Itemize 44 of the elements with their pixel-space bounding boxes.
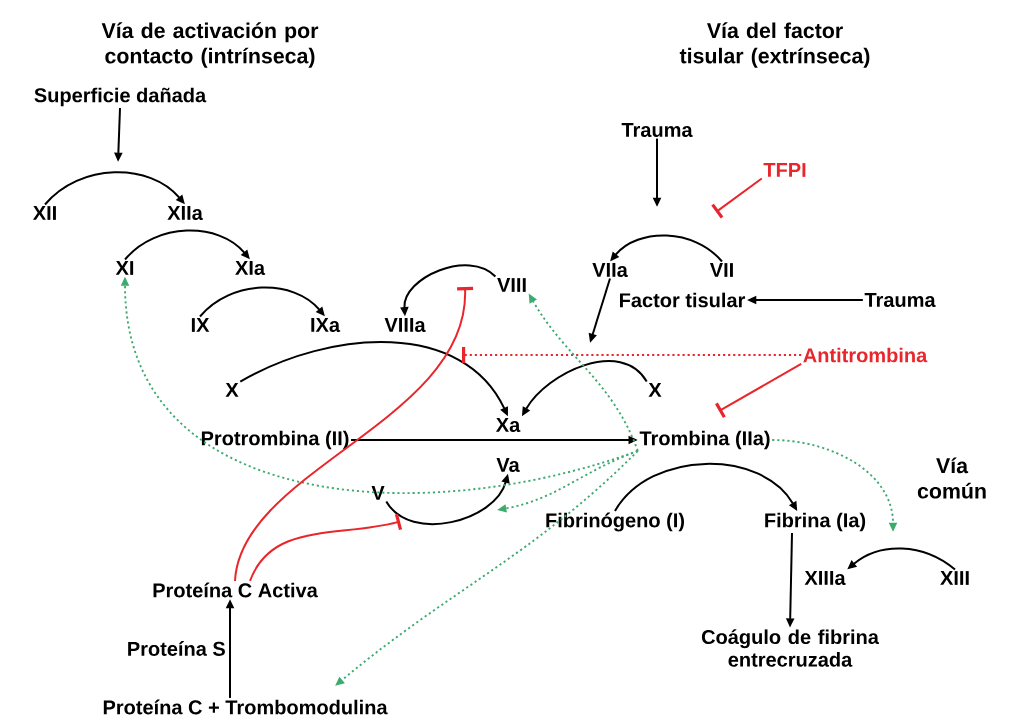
heading: Vía del factor tisular (extrínseca)	[679, 22, 870, 68]
factor-label: IXa	[311, 318, 341, 332]
edge-label: Proteína S	[128, 641, 225, 656]
factor-label: Factor tisular	[620, 292, 746, 308]
arrow	[124, 229, 250, 261]
factor-label: VII	[709, 263, 733, 277]
arrow	[199, 286, 325, 318]
factor-label: Superficie dañada	[34, 87, 207, 107]
factor-label: Trauma	[621, 123, 693, 137]
factor-label: Proteína C Activa	[153, 582, 318, 598]
factor-label: XII	[32, 206, 56, 220]
factor-label: Trombina (IIa)	[639, 430, 770, 450]
heading: Vía común	[917, 457, 986, 499]
factor-label: TFPI	[763, 163, 806, 177]
factor-label: IX	[191, 318, 210, 332]
factor-label: Proteína C + Trombomodulina	[103, 699, 388, 715]
factor-label: Trauma	[864, 293, 936, 307]
factor-label: Protrombina (II)	[201, 430, 349, 450]
factor-label: Fibrinógeno (I)	[546, 512, 684, 532]
heading: Vía de activación por contacto (intrínseca)	[101, 22, 319, 68]
factor-label: V	[371, 486, 385, 500]
inhibition-line	[234, 286, 474, 582]
factor-label: X	[648, 383, 662, 397]
factor-label: XIII	[940, 571, 969, 585]
arrow	[44, 171, 185, 206]
factor-label: XI	[115, 261, 134, 275]
factor-label: VIIIa	[384, 318, 426, 332]
inhibition-line	[462, 347, 803, 363]
arrow	[610, 234, 723, 263]
factor-label: XIIIa	[804, 571, 846, 585]
inhibition-line	[715, 362, 803, 418]
factor-label: Antitrombina	[803, 347, 928, 363]
inhibition-line	[711, 177, 763, 219]
factor-label: XIIa	[167, 206, 203, 220]
factor-label: XIa	[235, 261, 266, 275]
arrow	[614, 462, 798, 512]
factor-label: Xa	[495, 418, 521, 432]
factor-label: X	[225, 383, 239, 397]
factor-label: Fibrina (Ia)	[765, 512, 866, 532]
factor-label: VIII	[497, 278, 526, 292]
factor-label: Coágulo de fibrina entrecruzada	[701, 629, 880, 667]
factor-label: Va	[496, 458, 520, 472]
factor-label: VIIa	[592, 263, 628, 277]
arrow	[335, 450, 639, 686]
